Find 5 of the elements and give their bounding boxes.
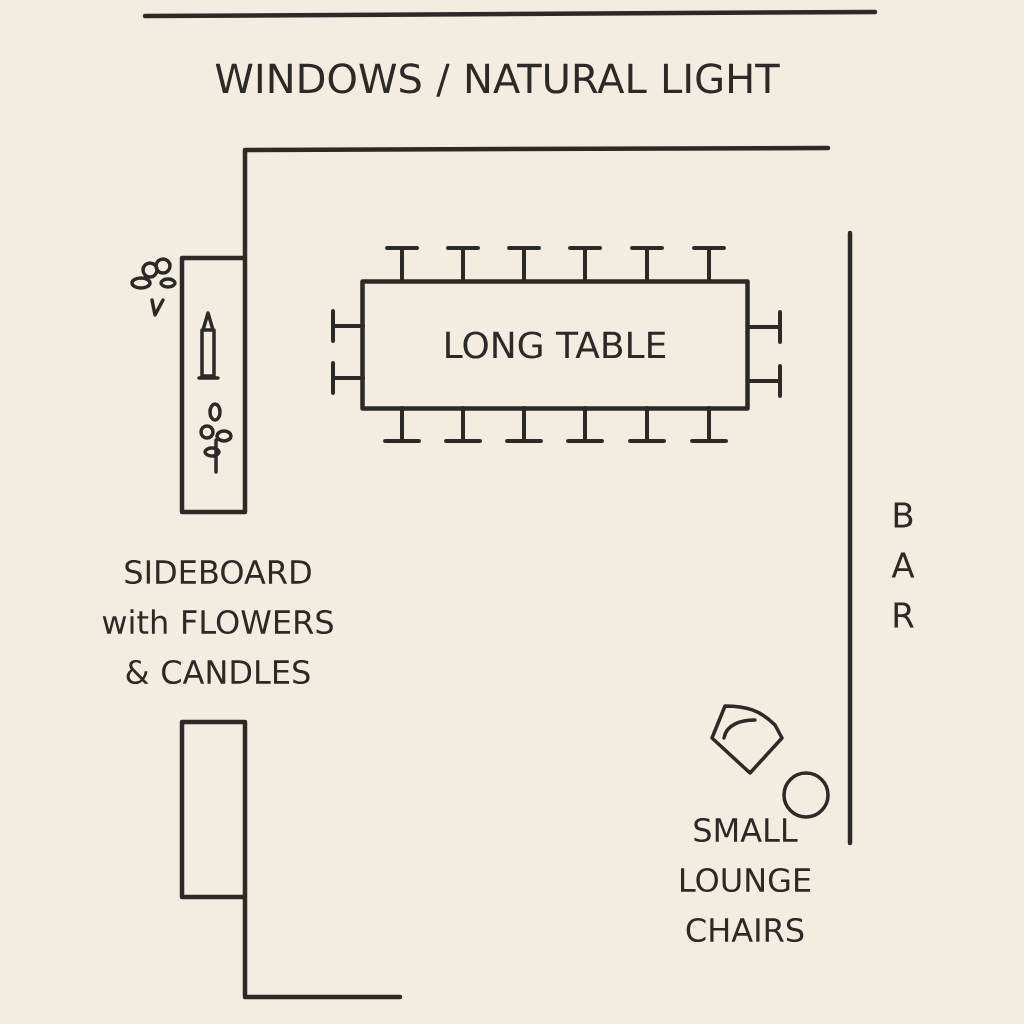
room-label: SMALL LOUNGE CHAIRS bbox=[681, 817, 811, 943]
heading: WINDOWS / NATURAL LIGHT bbox=[215, 63, 780, 97]
room-label: SIDEBOARD with FLOWERS & CANDLES bbox=[102, 559, 333, 685]
table-box: LONG TABLE bbox=[360, 279, 750, 411]
room-label: BAR bbox=[891, 502, 915, 628]
